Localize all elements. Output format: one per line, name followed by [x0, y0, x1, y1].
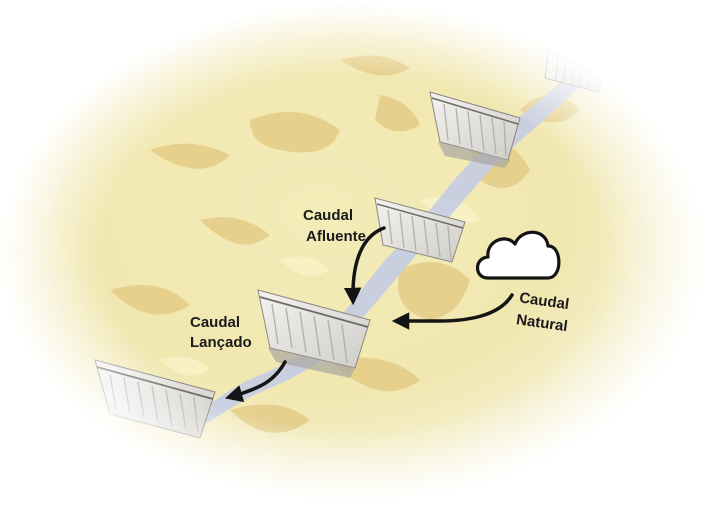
released-label-line2: Lançado [190, 334, 252, 351]
inflow-label-line1: Caudal [303, 207, 353, 224]
inflow-label-line2: Afluente [306, 228, 366, 245]
released-label-line1: Caudal [190, 314, 240, 331]
